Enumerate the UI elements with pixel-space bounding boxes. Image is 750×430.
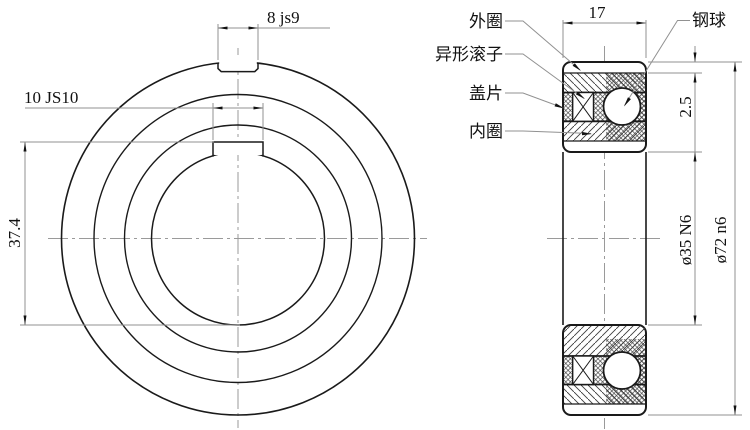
bore-keyway-notch (212, 141, 264, 157)
label-inner-ring: 内圈 (469, 122, 503, 141)
dim-bore-keyway-width: 10 JS10 (24, 88, 78, 107)
dimension-texts: 8 js9 10 JS10 37.4 17 2.5 ø35 N6 ø72 n6 (5, 3, 730, 265)
arrowheads (23, 21, 737, 415)
steel-ball-lower (602, 351, 642, 390)
part-labels: 外圈 异形滚子 盖片 内圈 钢球 (435, 11, 726, 141)
front-view (60, 55, 416, 416)
bore-side-lines (562, 152, 647, 325)
label-shield: 盖片 (469, 84, 503, 103)
dim-bore-diameter: ø35 N6 (676, 215, 695, 266)
section-lower-half (562, 324, 647, 416)
leader-roller (505, 53, 585, 99)
label-roller: 异形滚子 (435, 45, 503, 64)
dim-od-keyway-width: 8 js9 (267, 8, 300, 27)
label-outer-ring: 外圈 (469, 12, 503, 31)
leader-inner-ring (505, 130, 592, 134)
section-upper-half (562, 61, 647, 153)
leader-ball (624, 20, 690, 106)
section-view (562, 61, 647, 416)
dim-keyway-depth: 37.4 (5, 218, 24, 248)
roller-box-diagonals-upper (572, 92, 594, 122)
roller-box-diagonals-lower (572, 355, 594, 385)
inner-ring-outer-circle (123, 124, 353, 353)
dim-section-width: 17 (589, 3, 607, 22)
dim-outer-diameter: ø72 n6 (711, 217, 730, 264)
label-ball: 钢球 (692, 11, 726, 30)
outer-ring-inner-circle (93, 93, 383, 384)
dim-od-keyway-depth: 2.5 (676, 96, 695, 117)
steel-ball-upper (602, 87, 642, 126)
od-keyway-notch (217, 63, 259, 73)
leader-shield (505, 92, 564, 109)
leader-outer-ring (505, 20, 581, 71)
leader-lines (505, 20, 690, 134)
